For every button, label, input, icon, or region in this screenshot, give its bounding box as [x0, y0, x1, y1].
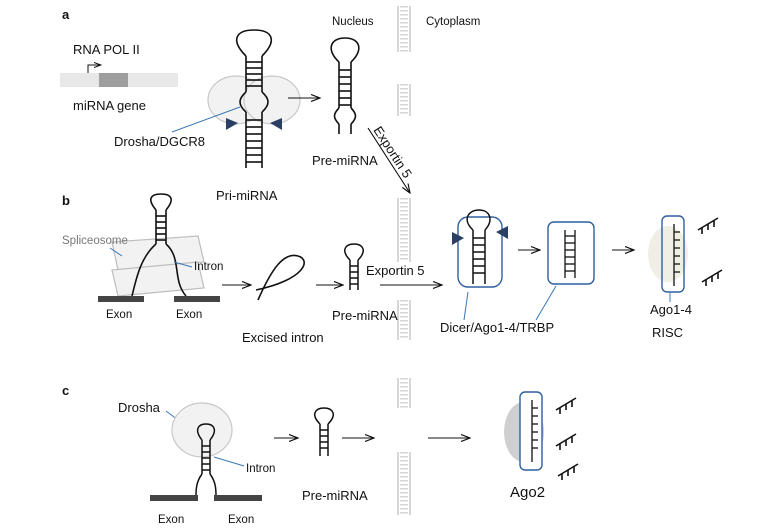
membrane-segment-c: [397, 378, 411, 515]
cytoplasm-label: Cytoplasm: [426, 16, 480, 28]
dicer-complex: [452, 209, 508, 288]
exon-left-label-b: Exon: [106, 309, 132, 321]
drosha-dgcr8-complex: [207, 75, 301, 125]
intronic-hairpin-c: [195, 423, 217, 497]
excised-intron-label: Excised intron: [242, 330, 324, 345]
pre-mirna-label-b: Pre-miRNA: [332, 308, 398, 323]
drosha-dgcr8-label: Drosha/DGCR8: [114, 134, 205, 149]
ago2-label: Ago2: [510, 484, 545, 501]
exon-right-label-c: Exon: [228, 514, 254, 526]
exon-bars-b: [98, 296, 220, 302]
pre-mirna-hairpin-c: [314, 407, 334, 456]
spliceosome-pointer-line: [109, 247, 123, 257]
mirna-gene-label: miRNA gene: [73, 98, 146, 113]
duplex-pointer-line: [535, 285, 557, 321]
target-mrna-icons-c: [555, 397, 579, 480]
ago2-complex: [504, 391, 544, 471]
mirna-gene-bar: [60, 65, 178, 87]
panel-label-a: a: [62, 7, 70, 22]
risc-label: RISC: [652, 325, 683, 340]
membrane-segment-b: [397, 198, 411, 340]
nuclear-membrane: [397, 6, 411, 515]
promoter-arrow-icon: [87, 65, 101, 73]
membrane-segment-top: [397, 6, 411, 52]
drosha-pointer-line: [171, 106, 241, 133]
ago-label: Ago1-4: [650, 302, 692, 317]
intron-label-c: Intron: [246, 463, 275, 475]
target-mrna-icons-b: [697, 217, 723, 286]
mirna-duplex: [547, 221, 595, 285]
intronic-hairpin-b: [131, 193, 187, 297]
dicer-pointer-line: [463, 291, 469, 321]
pre-mirna-label-a: Pre-miRNA: [312, 153, 378, 168]
nucleus-label: Nucleus: [332, 16, 374, 28]
pre-mirna-hairpin-a: [330, 37, 360, 134]
exon-bars-c: [150, 495, 262, 501]
risc-complex: [648, 215, 688, 293]
dicer-cleavage-left-icon: [452, 232, 464, 245]
spliceosome-label: Spliceosome: [62, 235, 128, 247]
panel-label-c: c: [62, 383, 69, 398]
exon-left-label-c: Exon: [158, 514, 184, 526]
panel-b: Spliceosome Intron Exon Exon Excised int…: [62, 193, 723, 345]
intron-pointer-line-c: [213, 456, 245, 467]
panel-c: Drosha Intron Exon Exon Pre-miRNA: [118, 391, 579, 526]
exportin-arrow: [367, 127, 410, 193]
excised-intron-lariat: [255, 254, 305, 301]
dicer-cleavage-right-icon: [496, 226, 508, 239]
pre-mirna-label-c: Pre-miRNA: [302, 488, 368, 503]
dicer-label: Dicer/Ago1-4/TRBP: [440, 320, 554, 335]
panel-label-b: b: [62, 193, 70, 208]
pri-mirna-hairpin: [235, 29, 273, 168]
membrane-segment-a-lower: [397, 84, 411, 116]
rna-pol-label: RNA POL II: [73, 42, 140, 57]
pre-mirna-hairpin-b: [344, 243, 364, 290]
panel-a: RNA POL II miRNA gene: [60, 29, 415, 203]
drosha-cleavage-right-icon: [270, 118, 282, 130]
intron-pointer-line-b: [173, 261, 193, 268]
drosha-cleavage-left-icon: [226, 118, 238, 130]
drosha-label-c: Drosha: [118, 400, 161, 415]
pri-mirna-label: Pri-miRNA: [216, 188, 278, 203]
exon-right-label-b: Exon: [176, 309, 202, 321]
intron-label-b: Intron: [194, 261, 223, 273]
exportin-label-b: Exportin 5: [366, 263, 425, 278]
